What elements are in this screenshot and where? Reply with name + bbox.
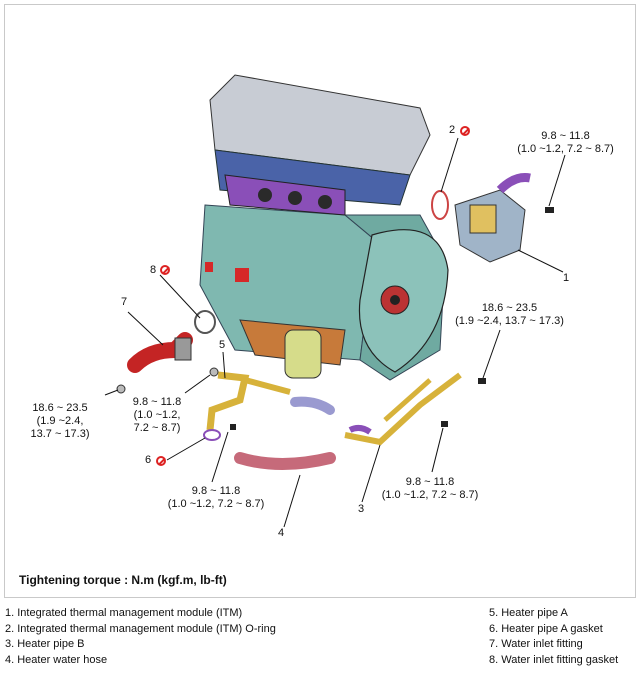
callout-3: 3: [358, 503, 365, 515]
heater-water-hose: [234, 452, 336, 470]
legend-item: 8. Water inlet fitting gasket: [489, 653, 619, 666]
torque-inlet-fitting-bolt: 18.6 ~ 23.5(1.9 ~2.4,13.7 ~ 17.3): [30, 402, 90, 440]
callout-8: 8: [150, 264, 157, 276]
callout-6: 6: [145, 454, 152, 466]
callout-7: 7: [121, 296, 128, 308]
callout-1: 1: [563, 272, 570, 284]
legend-item: 4. Heater water hose: [5, 653, 108, 666]
torque-itm-bolt: 9.8 ~ 11.8(1.0 ~1.2, 7.2 ~ 8.7): [517, 130, 614, 155]
no-reuse-icon: [160, 265, 170, 275]
legend-left: 1. Integrated thermal management module …: [5, 606, 276, 668]
callout-5: 5: [219, 339, 226, 351]
torque-unit-note: Tightening torque : N.m (kgf.m, lb-ft): [19, 573, 227, 587]
no-reuse-icon: [156, 456, 166, 466]
water-inlet-fitting-gasket: [194, 310, 216, 334]
legend-item: 6. Heater pipe A gasket: [489, 622, 603, 635]
torque-pipe-a-bottom: 9.8 ~ 11.8(1.0 ~1.2, 7.2 ~ 8.7): [167, 485, 265, 510]
legend-item: 1. Integrated thermal management module …: [5, 607, 243, 619]
callout-2: 2: [449, 124, 456, 136]
torque-pipe-a-small: 9.8 ~ 11.8(1.0 ~1.2,7.2 ~ 8.7): [132, 396, 182, 434]
legend-item: 7. Water inlet fitting: [489, 638, 583, 650]
torque-pipe-b-bottom: 9.8 ~ 11.8(1.0 ~1.2, 7.2 ~ 8.7): [381, 476, 479, 501]
heater-pipe-a: [206, 371, 250, 431]
no-reuse-icon: [460, 126, 470, 136]
itm-o-ring: [431, 190, 449, 220]
water-inlet-fitting: [127, 332, 193, 373]
heater-pipe-b: [344, 372, 462, 446]
torque-pipe-b-bolt: 18.6 ~ 23.5(1.9 ~2.4, 13.7 ~ 17.3): [455, 302, 564, 327]
itm-module: [454, 173, 531, 263]
legend-item: 5. Heater pipe A: [489, 607, 568, 619]
engine-block: [199, 74, 449, 381]
legend-item: 2. Integrated thermal management module …: [5, 622, 276, 635]
heater-pipe-a-gasket: [203, 429, 221, 441]
legend-item: 3. Heater pipe B: [5, 638, 85, 650]
callout-4: 4: [278, 527, 285, 539]
legend-right: 5. Heater pipe A 6. Heater pipe A gasket…: [489, 606, 618, 668]
